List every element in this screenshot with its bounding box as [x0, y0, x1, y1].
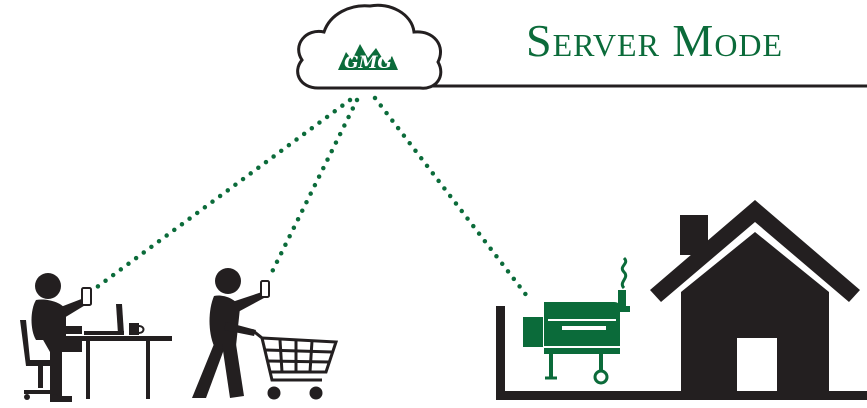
phone-icon: [260, 280, 270, 298]
connection-lines: [90, 95, 533, 303]
desk-icon: [62, 336, 172, 399]
pellet-grill-icon: [523, 256, 630, 385]
connection-line-grill: [372, 95, 533, 303]
connection-line-desk: [90, 97, 353, 293]
person-at-desk-with-phone-icon: [20, 273, 87, 402]
laptop-icon: [84, 304, 124, 335]
connection-line-shopper: [267, 97, 360, 279]
cloud-icon: GMG: [296, 3, 443, 90]
phone-icon: [81, 287, 92, 306]
shopping-cart-icon: [251, 328, 339, 400]
coffee-mug-icon: [129, 323, 145, 335]
person-shopping-with-phone-icon: [192, 268, 264, 398]
page-title: Server Mode: [526, 15, 784, 66]
house-icon: [650, 200, 860, 396]
gmg-logo-text: GMG: [344, 53, 392, 73]
gmg-logo: GMG: [338, 44, 398, 73]
